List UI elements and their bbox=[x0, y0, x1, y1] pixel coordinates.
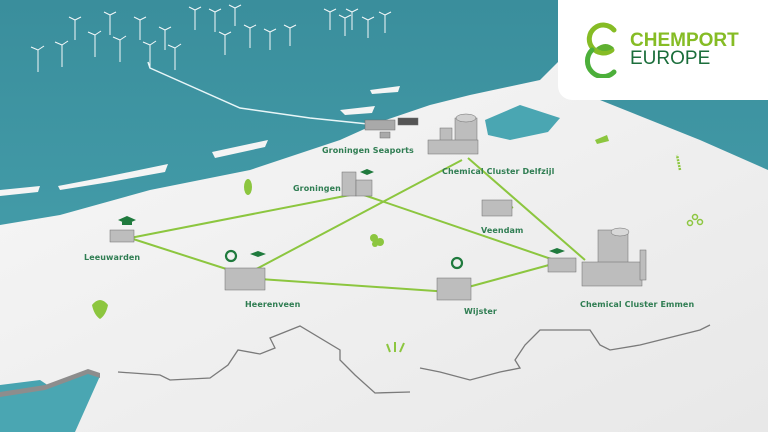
graduation-cap-icon bbox=[250, 251, 266, 257]
island bbox=[212, 140, 268, 158]
flower-icon bbox=[686, 213, 704, 227]
building-emmen-hub bbox=[547, 257, 577, 273]
dollard-bay bbox=[485, 105, 560, 140]
mainland bbox=[0, 60, 768, 432]
province-border bbox=[117, 325, 411, 394]
connection-network bbox=[129, 157, 586, 293]
leaf-icon bbox=[595, 135, 609, 144]
building-veendam bbox=[481, 199, 513, 217]
island bbox=[340, 106, 375, 115]
beet-icon bbox=[92, 300, 108, 319]
island bbox=[370, 86, 400, 94]
graduation-cap-icon bbox=[360, 169, 374, 175]
label-chemical-cluster-emmen: Chemical Cluster Emmen bbox=[580, 300, 695, 309]
building-chemical-cluster-delfzijl bbox=[427, 113, 479, 155]
logo-line2: EUROPE bbox=[630, 48, 711, 69]
sprout-icon bbox=[370, 234, 384, 247]
building-leeuwarden bbox=[109, 229, 135, 243]
label-chemical-cluster-delfzijl: Chemical Cluster Delfzijl bbox=[442, 167, 555, 176]
wheat-icon bbox=[675, 154, 682, 171]
province-border bbox=[419, 324, 711, 381]
label-groningen: Groningen bbox=[293, 184, 341, 193]
label-heerenveen: Heerenveen bbox=[245, 300, 301, 309]
building-wijster bbox=[436, 277, 472, 301]
label-groningen-seaports: Groningen Seaports bbox=[322, 146, 414, 155]
graduation-cap-icon bbox=[549, 248, 565, 254]
label-veendam: Veendam bbox=[481, 226, 524, 235]
logo-wordmark: CHEMPORT EUROPE bbox=[630, 30, 739, 69]
recycle-icon bbox=[224, 249, 238, 263]
recycle-icon bbox=[450, 256, 464, 270]
island bbox=[0, 186, 40, 196]
label-wijster: Wijster bbox=[464, 307, 497, 316]
building-chemical-cluster-emmen bbox=[581, 227, 647, 287]
logo-line1: CHEMPORT bbox=[630, 30, 739, 51]
corn-icon bbox=[244, 179, 252, 195]
island bbox=[58, 164, 168, 190]
building-groningen-seaports bbox=[364, 117, 419, 139]
building-groningen bbox=[341, 171, 373, 197]
wind-farm bbox=[30, 4, 392, 72]
lake-southwest bbox=[0, 372, 100, 432]
label-leeuwarden: Leeuwarden bbox=[84, 253, 141, 262]
chemport-logo-icon bbox=[584, 22, 617, 78]
power-cable bbox=[147, 61, 369, 125]
building-heerenveen bbox=[224, 267, 266, 291]
graduation-cap-icon bbox=[118, 216, 136, 225]
grass-icon bbox=[386, 342, 405, 353]
